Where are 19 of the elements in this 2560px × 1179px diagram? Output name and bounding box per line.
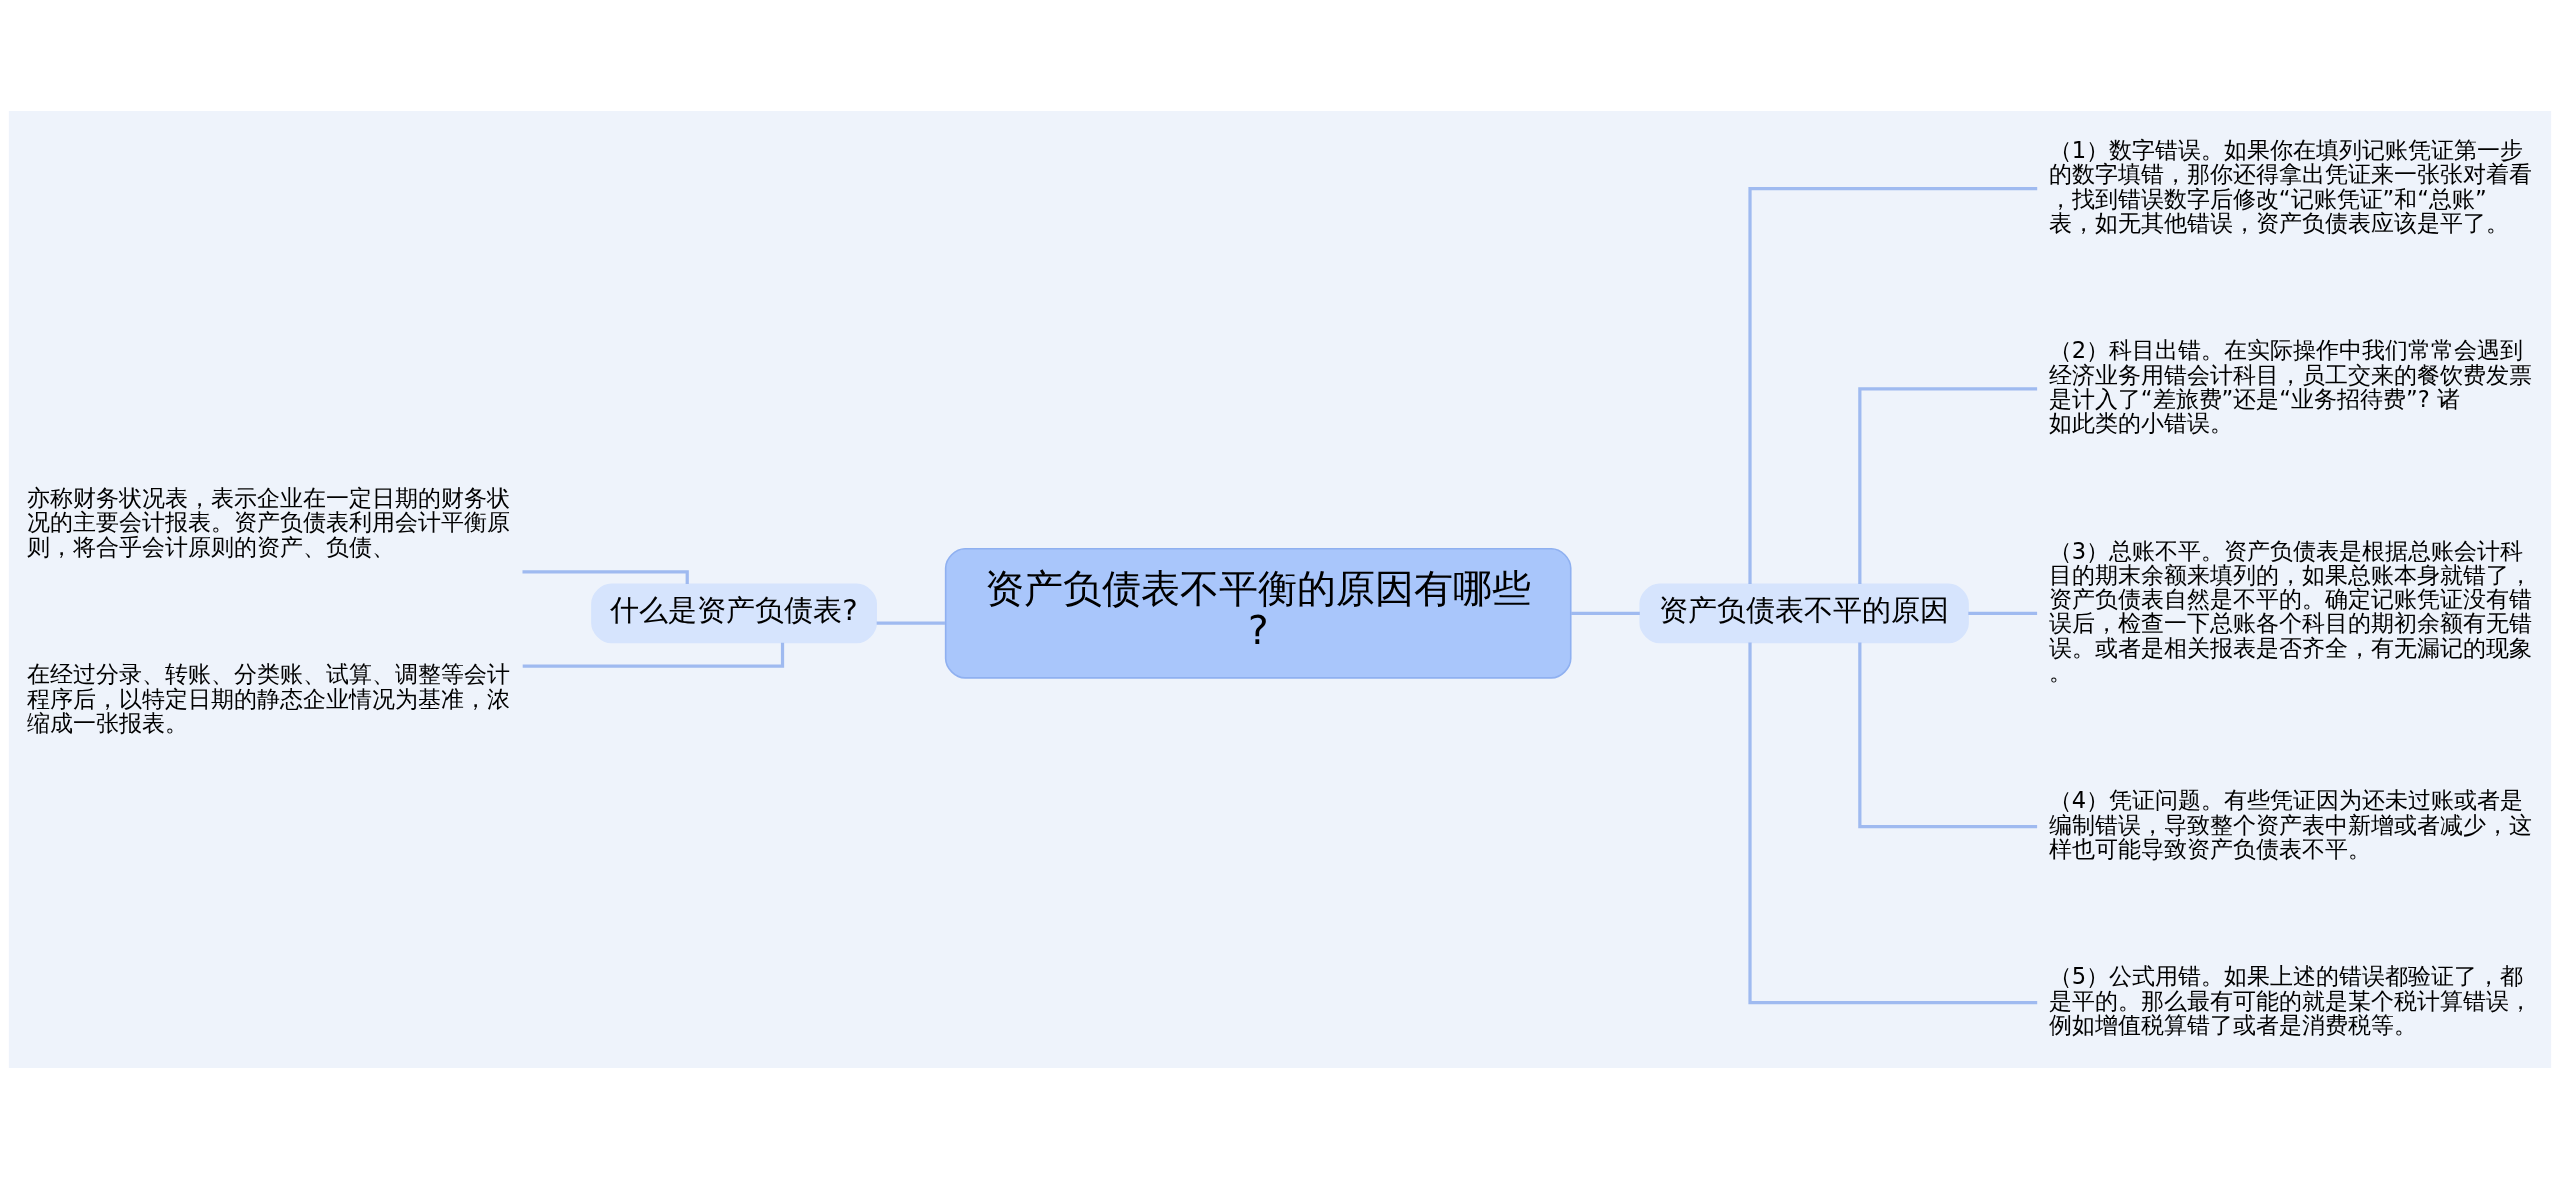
connector [1858, 642, 2038, 829]
connector [522, 642, 785, 668]
connector [876, 621, 945, 625]
node-box: 资产负债表不平的原因 [1639, 583, 1969, 644]
node-text: 在经过分录、转账、分类账、试算、调整等会计程序后，以特定日期的静态企业情况为基准，浓缩成一张报表。 [26, 661, 510, 736]
connector [1748, 642, 2038, 1005]
node-box: 什么是资产负债表? [591, 583, 877, 644]
node-text: （1）数字错误。如果你在填列记账凭证第一步的数字填错，那你还得拿出凭证来一张张对着看，找到错误数字后修改“记账凭证”和“总账”表，如无其他错误，资产负债表应该是平了。 [2048, 137, 2532, 236]
connector [1748, 186, 2038, 585]
node-text: （3）总账不平。资产负债表是根据总账会计科目的期末余额来填列的，如果总账本身就错了，资产负债表自然是不平的。确定记账凭证没有错误后，检查一下总账各个科目的期初余额有无错误。或者是相关报表是否齐全，有无漏记的现象。 [2048, 537, 2532, 685]
connector [522, 570, 689, 585]
node-text: （2）科目出错。在实际操作中我们常常会遇到经济业务用错会计科目，员工交来的餐饮费发票是计入了“差旅费”还是“业务招待费”? 诸如此类的小错误。 [2048, 337, 2532, 437]
connector [1571, 611, 1640, 615]
node-text: （5）公式用错。如果上述的错误都验证了，都是平的。那么最有可能的就是某个税计算错误，例如增值税算错了或者是消费税等。 [2048, 963, 2532, 1038]
connector [1858, 387, 2038, 584]
node-text: （4）凭证问题。有些凭证因为还未过账或者是编制错误，导致整个资产表中新增或者减少，这样也可能导致资产负债表不平。 [2048, 787, 2532, 862]
node-box: 资产负债表不平衡的原因有哪些? [944, 547, 1572, 679]
node-text: 亦称财务状况表，表示企业在一定日期的财务状况的主要会计报表。资产负债表利用会计平衡原则，将合乎会计原则的资产、负债、 [26, 485, 510, 560]
connector [1968, 611, 2038, 615]
